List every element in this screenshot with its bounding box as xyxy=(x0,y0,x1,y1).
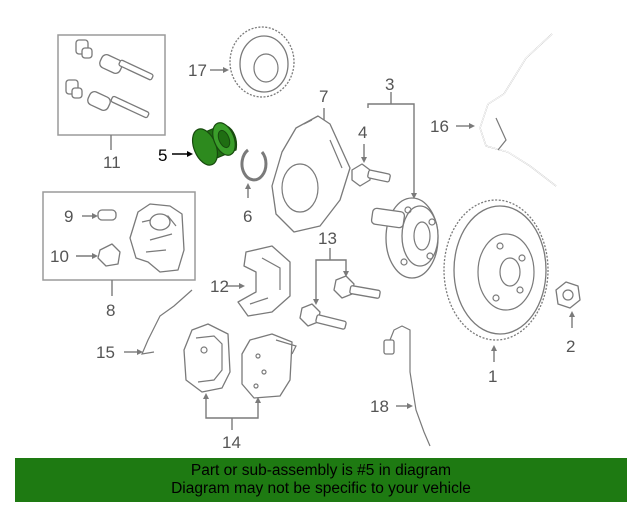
callout-2[interactable]: 2 xyxy=(566,337,575,356)
brake-pad-inner xyxy=(183,323,231,393)
tone-ring xyxy=(229,26,295,98)
banner-line-2: Diagram may not be specific to your vehi… xyxy=(171,480,471,497)
callout-5[interactable]: 5 xyxy=(158,146,167,165)
info-banner: Part or sub-assembly is #5 in diagram Di… xyxy=(15,458,627,502)
callout-10[interactable]: 10 xyxy=(50,247,69,266)
brake-pad-outer xyxy=(241,333,297,399)
callout-12[interactable]: 12 xyxy=(210,277,229,296)
bracket-14 xyxy=(203,393,261,430)
caliper-bolt-kit xyxy=(65,39,154,119)
brake-rotor xyxy=(443,199,549,341)
callout-11[interactable]: 11 xyxy=(103,153,121,172)
callout-17[interactable]: 17 xyxy=(188,61,207,80)
bracket-13 xyxy=(313,248,349,305)
banner-line-1: Part or sub-assembly is #5 in diagram xyxy=(190,462,452,479)
bleeder-screw xyxy=(97,209,117,221)
callout-3[interactable]: 3 xyxy=(385,75,394,94)
callout-8[interactable]: 8 xyxy=(106,301,115,320)
snap-ring xyxy=(240,148,268,182)
wheel-bearing xyxy=(191,122,238,166)
splash-shield xyxy=(271,115,351,233)
wheel-stud xyxy=(351,163,391,187)
bracket-bolt-lower xyxy=(299,303,347,330)
callout-15[interactable]: 15 xyxy=(96,343,115,362)
bleeder-cap xyxy=(97,243,121,267)
group-box-8: 8 xyxy=(42,191,196,320)
lug-nut xyxy=(555,281,581,309)
callout-18[interactable]: 18 xyxy=(370,397,389,416)
callout-14[interactable]: 14 xyxy=(222,433,241,452)
bracket-3 xyxy=(367,92,417,199)
brake-line xyxy=(383,325,431,447)
callout-1[interactable]: 1 xyxy=(488,367,497,386)
callout-6[interactable]: 6 xyxy=(243,207,252,226)
wheel-hub xyxy=(370,197,439,279)
callout-4[interactable]: 4 xyxy=(358,123,367,142)
group-box-11: 11 xyxy=(57,34,166,172)
bracket-bolt-upper xyxy=(333,275,381,299)
callout-7[interactable]: 7 xyxy=(319,87,328,106)
brake-caliper xyxy=(129,203,185,273)
caliper-bracket xyxy=(237,245,291,317)
anti-rattle-clip xyxy=(141,289,193,355)
brake-hose xyxy=(479,33,557,187)
callout-16[interactable]: 16 xyxy=(430,117,449,136)
callout-9[interactable]: 9 xyxy=(64,207,73,226)
callout-13[interactable]: 13 xyxy=(318,229,337,248)
